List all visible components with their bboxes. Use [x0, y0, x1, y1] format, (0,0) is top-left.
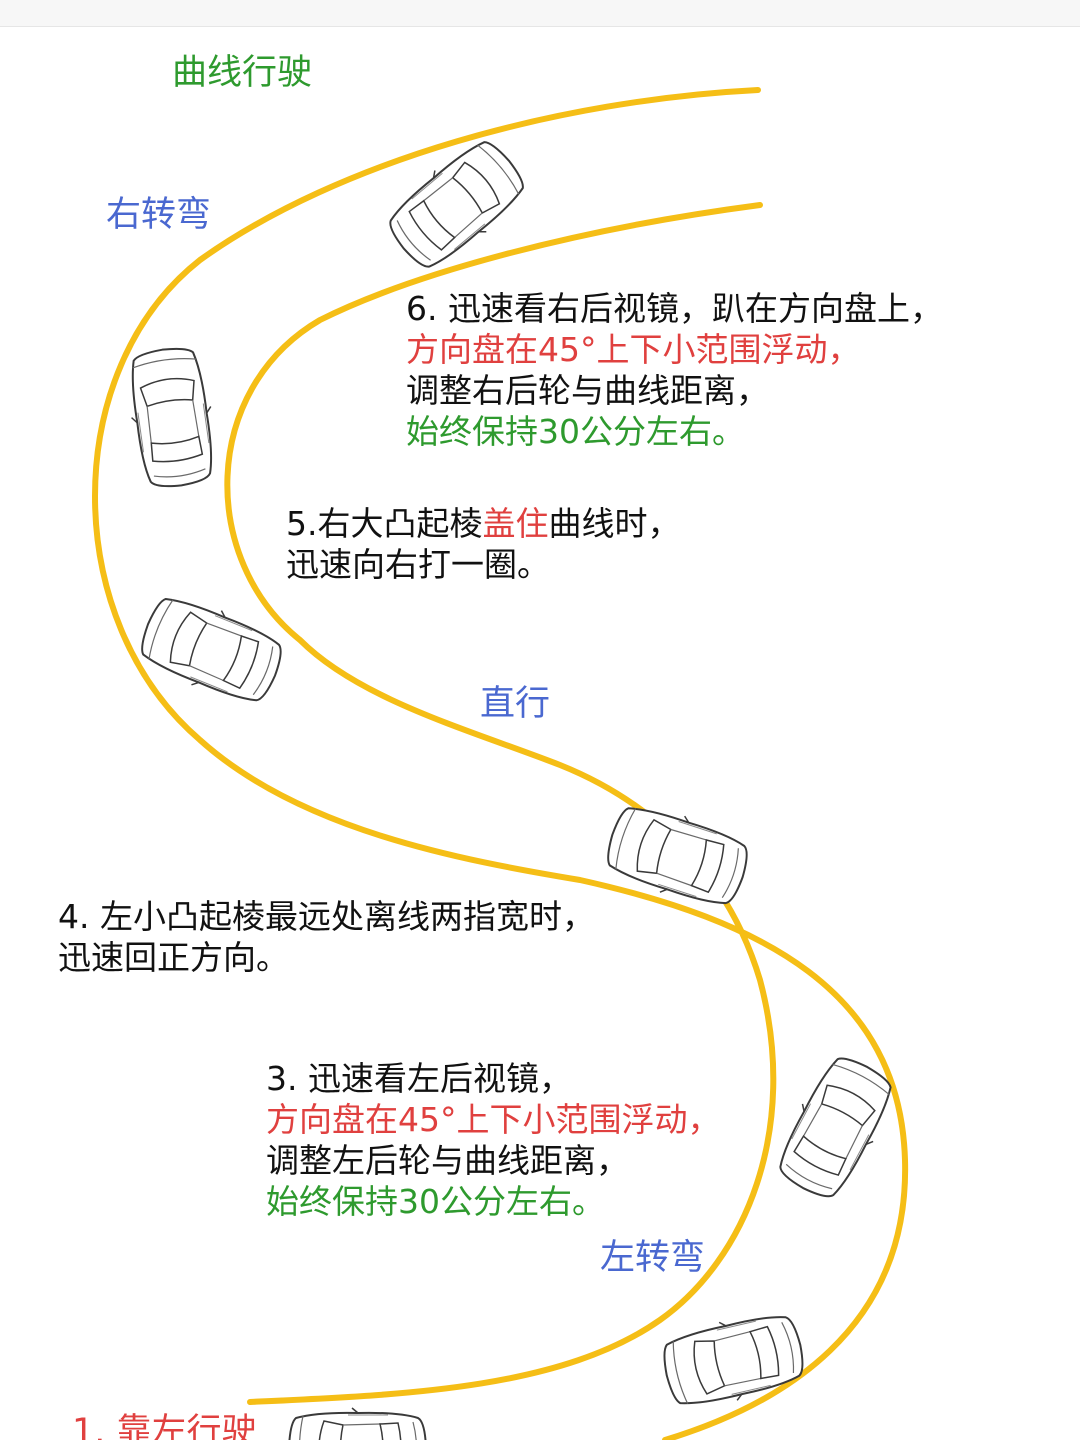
car-icon [599, 795, 757, 917]
outer-road-line [92, 87, 909, 1440]
car-icon [377, 129, 536, 281]
car-icon [656, 1304, 811, 1416]
step6-line2: 方向盘在45°上下小范围浮动， [406, 330, 861, 369]
car-icon [121, 343, 223, 492]
step3-line4: 始终保持30公分左右。 [266, 1182, 605, 1221]
step6-line4: 始终保持30公分左右。 [406, 412, 745, 451]
step6-text: 6. 迅速看右后视镜，趴在方向盘上， 方向盘在45°上下小范围浮动， 调整右后轮… [406, 288, 943, 452]
step3-text: 3. 迅速看左后视镜， 方向盘在45°上下小范围浮动， 调整左后轮与曲线距离， … [266, 1058, 721, 1222]
step4-line1: 4. 左小凸起棱最远处离线两指宽时， [58, 897, 595, 936]
step5-line1-highlight: 盖住 [482, 504, 549, 543]
step5-line1-a: 5.右大凸起棱 [286, 504, 483, 543]
step5-line1-c: 曲线时， [548, 504, 681, 543]
inner-road-line [224, 202, 777, 1405]
step5-text: 5.右大凸起棱盖住曲线时， 迅速向右打一圈。 [286, 503, 681, 585]
step6-line3: 调整右后轮与曲线距离， [406, 371, 769, 410]
top-bar [0, 0, 1080, 27]
step3-line1: 3. 迅速看左后视镜， [266, 1059, 572, 1098]
car-icon [288, 1407, 427, 1440]
step3-line2: 方向盘在45°上下小范围浮动， [266, 1100, 721, 1139]
step4-text: 4. 左小凸起棱最远处离线两指宽时， 迅速回正方向。 [58, 896, 595, 978]
label-right-turn: 右转弯 [106, 195, 212, 235]
car-icon [766, 1047, 904, 1208]
label-straight: 直行 [480, 684, 551, 724]
label-curve-driving: 曲线行驶 [172, 53, 313, 93]
label-left-turn: 左转弯 [600, 1238, 706, 1278]
step4-line2: 迅速回正方向。 [58, 938, 289, 977]
step3-line3: 调整左后轮与曲线距离， [266, 1141, 629, 1180]
step6-line1: 6. 迅速看右后视镜，趴在方向盘上， [406, 289, 943, 328]
step1-text: 1. 靠左行驶 [72, 1412, 257, 1440]
step5-line1: 5.右大凸起棱盖住曲线时， [286, 503, 681, 544]
step5-line2: 迅速向右打一圈。 [286, 545, 550, 584]
